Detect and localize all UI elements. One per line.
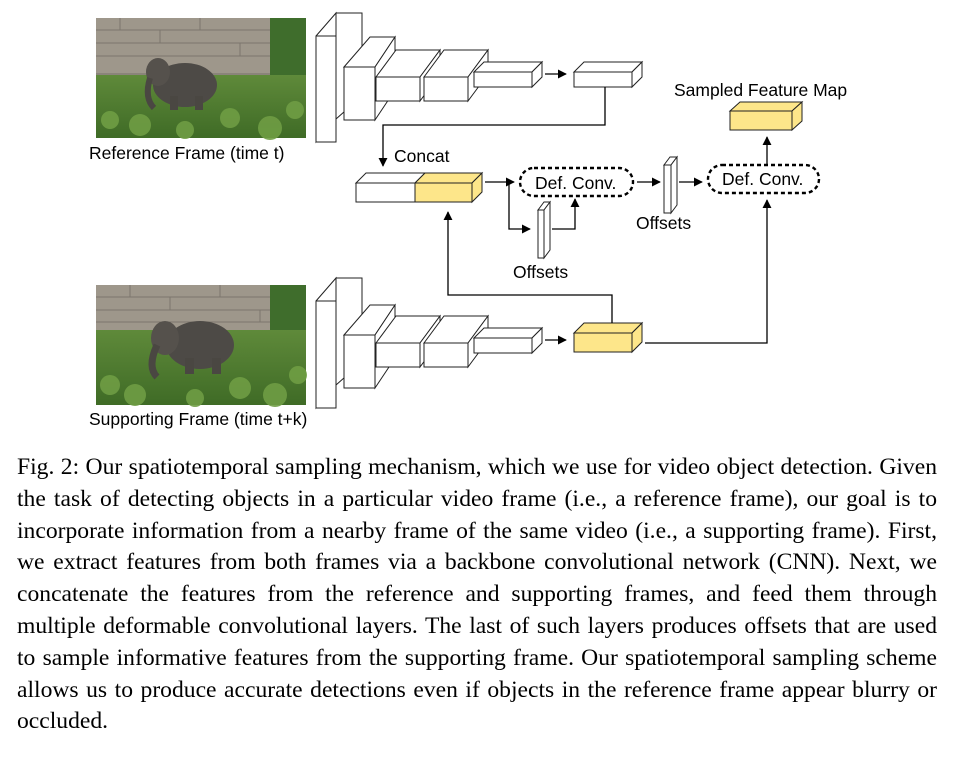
offsets-slab-2 (663, 155, 678, 215)
supporting-frame-label: Supporting Frame (time t+k) (89, 409, 307, 429)
arrow-offsets1-to-defconv1 (552, 198, 580, 230)
def-conv-label-2: Def. Conv. (722, 169, 803, 189)
concat-label: Concat (394, 146, 450, 166)
supporting-backbone-cnn (315, 276, 544, 410)
arrow-reference-to-concat (378, 87, 606, 167)
arrow-supporting-to-defconv2 (645, 199, 772, 344)
figure-caption: Fig. 2: Our spatiotemporal sampling mech… (17, 454, 943, 735)
arrow-supporting-to-concat (443, 211, 613, 323)
arrow-concat-to-offsets1 (508, 182, 531, 234)
reference-backbone-cnn (315, 11, 644, 144)
sampled-feature-map (728, 100, 804, 132)
def-conv-node-1 (518, 166, 635, 198)
reference-frame-label: Reference Frame (time t) (89, 143, 284, 163)
def-conv-label-1: Def. Conv. (535, 173, 616, 193)
offsets-label-2: Offsets (636, 213, 691, 233)
sampled-feature-map-label: Sampled Feature Map (674, 80, 847, 100)
offsets-slab-1 (537, 200, 551, 260)
def-conv-node-2 (706, 163, 821, 195)
spatiotemporal-sampling-diagram: Reference Frame (time t) Supporting Fram… (89, 11, 847, 429)
reference-feature-map (572, 60, 644, 89)
offsets-label-1: Offsets (513, 262, 568, 282)
reference-cnn-layer-5 (472, 60, 544, 89)
concatenated-features (354, 171, 484, 204)
supporting-cnn-layer-5 (472, 326, 544, 355)
reference-frame-image (96, 18, 306, 140)
supporting-feature-map (572, 321, 644, 354)
flow-arrows (378, 87, 772, 344)
supporting-frame-image (96, 285, 307, 407)
reference-cnn-layer-3 (375, 48, 441, 103)
